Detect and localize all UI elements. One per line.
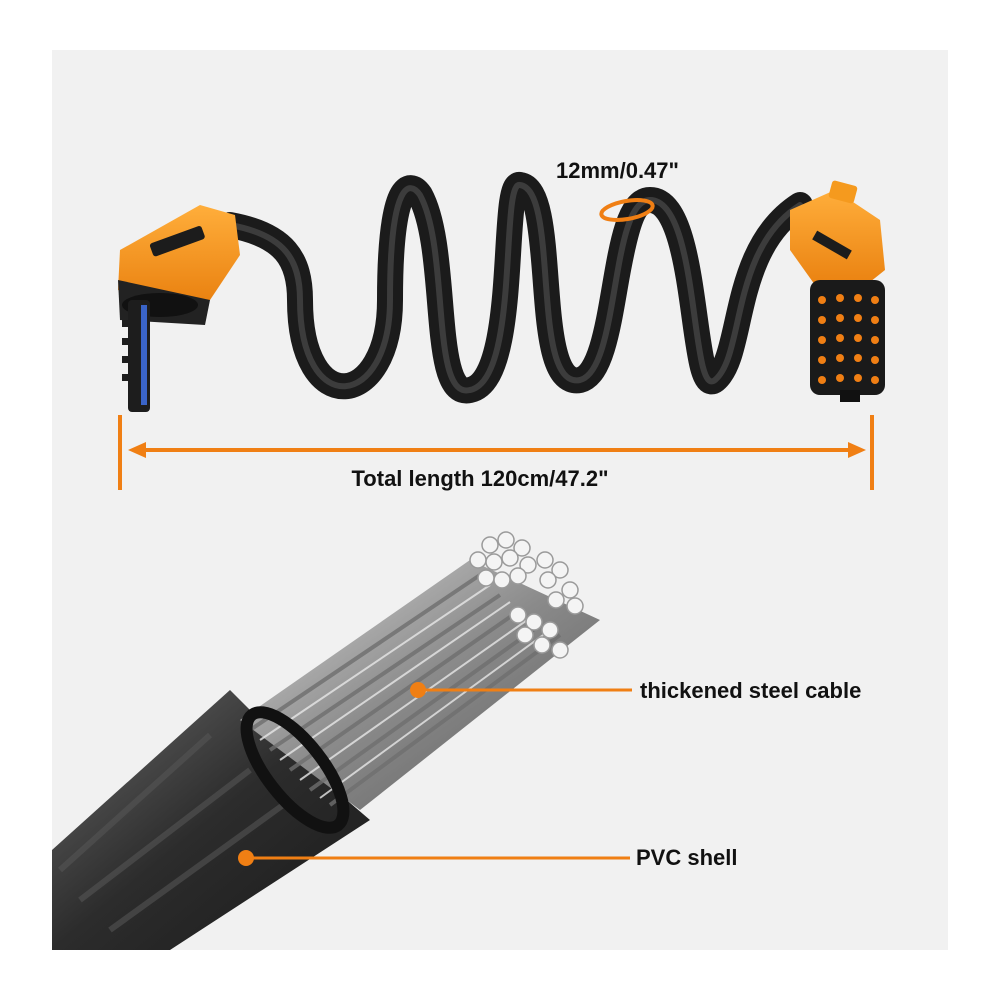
diameter-ring-marker bbox=[599, 198, 655, 222]
steel-cable-label: thickened steel cable bbox=[640, 678, 862, 703]
pvc-shell-callout bbox=[238, 850, 630, 866]
length-dimension-line bbox=[118, 415, 874, 490]
steel-cable-callout bbox=[410, 682, 632, 698]
coiled-cable bbox=[217, 172, 813, 404]
diameter-label: 12mm/0.47" bbox=[556, 158, 679, 183]
total-length-label: Total length 120cm/47.2" bbox=[351, 466, 609, 491]
combination-lock-head-icon bbox=[790, 180, 885, 402]
pvc-shell-label: PVC shell bbox=[636, 845, 738, 870]
cable-cross-section-icon bbox=[52, 531, 600, 950]
lock-key-head-icon bbox=[118, 205, 240, 412]
